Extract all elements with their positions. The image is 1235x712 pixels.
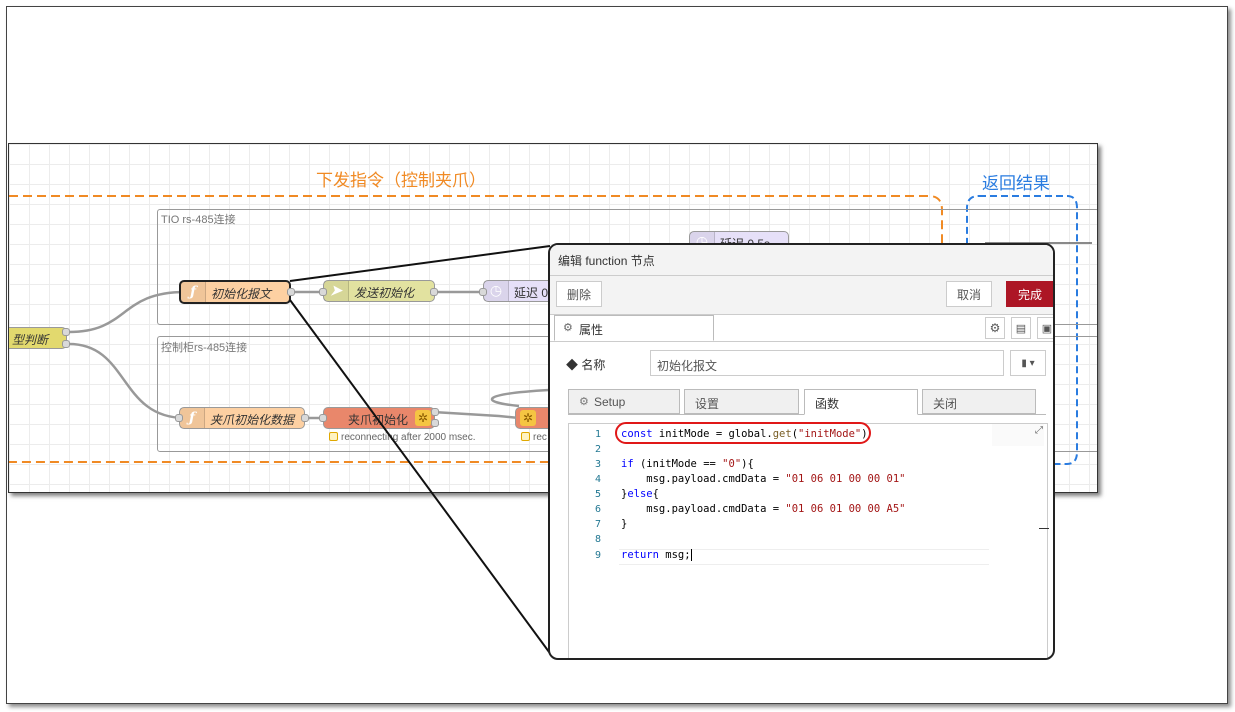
init-msg-function-node[interactable]: ƒ 初始化报文	[179, 280, 291, 304]
judge-switch-node[interactable]: 型判断	[9, 327, 67, 349]
code-line-7: }	[621, 518, 628, 530]
tab-function[interactable]: 函数	[804, 389, 918, 415]
code-line-5: }else{	[621, 488, 659, 500]
name-label: ◆ 名称	[566, 358, 606, 372]
gripper-init-input-port[interactable]	[319, 414, 327, 422]
gripper-init-node-label: 夹爪初始化	[348, 413, 409, 427]
book-icon[interactable]: ▮ ▾	[1010, 350, 1046, 376]
code-minimap	[992, 424, 1044, 446]
send-init-node[interactable]: ➤ 发送初始化	[323, 280, 435, 302]
judge-output-port-2[interactable]	[62, 340, 70, 348]
tab-properties[interactable]: ⚙ 属性	[554, 315, 714, 341]
clock-icon: ◷	[484, 281, 509, 301]
properties-tab-label: 属性	[579, 323, 604, 337]
tag-icon: ◆	[566, 358, 579, 372]
name-input[interactable]: 初始化报文	[650, 350, 1004, 376]
delete-button[interactable]: 删除	[556, 281, 602, 307]
code-line-9: return msg;	[621, 549, 692, 561]
done-button[interactable]: 完成	[1006, 281, 1053, 307]
modbus-node-2-status: rec	[521, 432, 547, 443]
judge-output-port-1[interactable]	[62, 328, 70, 336]
delay-node-label: 延迟 0	[514, 286, 549, 300]
send-init-input-port[interactable]	[319, 288, 327, 296]
editor-title: 编辑 function 节点	[558, 254, 655, 268]
gripper-init-output-port-1[interactable]	[431, 408, 439, 416]
tab-close[interactable]: 关闭	[922, 389, 1036, 414]
cabinet-subflow-label: 控制柜rs-485连接	[161, 342, 248, 354]
cancel-button[interactable]: 取消	[946, 281, 992, 307]
init-msg-node-label: 初始化报文	[211, 287, 272, 301]
tab-setup[interactable]: ⚙ Setup	[568, 389, 680, 414]
gear-icon: ⚙	[563, 322, 573, 334]
gripper-data-function-node[interactable]: ƒ 夹爪初始化数据	[179, 407, 305, 429]
function-icon: ƒ	[180, 408, 205, 428]
gripper-init-node[interactable]: 夹爪初始化 ✲	[323, 407, 435, 429]
serial-icon: ✲	[415, 410, 431, 426]
editor-header: 编辑 function 节点	[550, 245, 1053, 276]
gear-icon[interactable]: ⚙	[985, 317, 1005, 339]
code-line-6: msg.payload.cmdData = "01 06 01 00 00 A5…	[621, 503, 906, 515]
judge-node-label: 型判断	[12, 333, 49, 347]
link-out-icon: ➤	[324, 281, 349, 301]
send-group-title: 下发指令（控制夹爪）	[316, 171, 486, 191]
gripper-data-output-port[interactable]	[301, 414, 309, 422]
delay-input-port[interactable]	[479, 288, 487, 296]
gear-icon: ⚙	[579, 396, 589, 408]
function-icon: ƒ	[181, 282, 206, 302]
init-msg-output-port[interactable]	[287, 288, 295, 296]
gripper-init-output-port-2[interactable]	[431, 419, 439, 427]
code-editor[interactable]: ⤢ 1 const initMode = global.get("initMod…	[568, 422, 1049, 658]
serial-icon: ✲	[520, 410, 536, 426]
line1-highlight	[615, 422, 871, 444]
tio-subflow-label: TIO rs-485连接	[161, 214, 236, 226]
expand-icon[interactable]: ⤢	[1035, 425, 1043, 436]
gripper-data-node-label: 夹爪初始化数据	[210, 413, 295, 427]
return-group-title: 返回结果	[982, 174, 1050, 194]
send-init-node-label: 发送初始化	[354, 286, 415, 300]
gripper-init-status: reconnecting after 2000 msec.	[329, 432, 476, 443]
gripper-data-input-port[interactable]	[175, 414, 183, 422]
function-node-editor: 编辑 function 节点 删除 取消 完成 ⚙ 属性 ⚙ ▤ ▣ ◆ 名称 …	[548, 243, 1055, 660]
send-init-output-port[interactable]	[430, 288, 438, 296]
current-line-highlight	[619, 549, 989, 565]
appearance-icon[interactable]: ▣	[1037, 317, 1053, 339]
code-line-3: if (initMode == "0"){	[621, 458, 754, 470]
code-line-4: msg.payload.cmdData = "01 06 01 00 00 01…	[621, 473, 906, 485]
document-icon[interactable]: ▤	[1011, 317, 1031, 339]
tab-settings[interactable]: 设置	[684, 389, 799, 414]
